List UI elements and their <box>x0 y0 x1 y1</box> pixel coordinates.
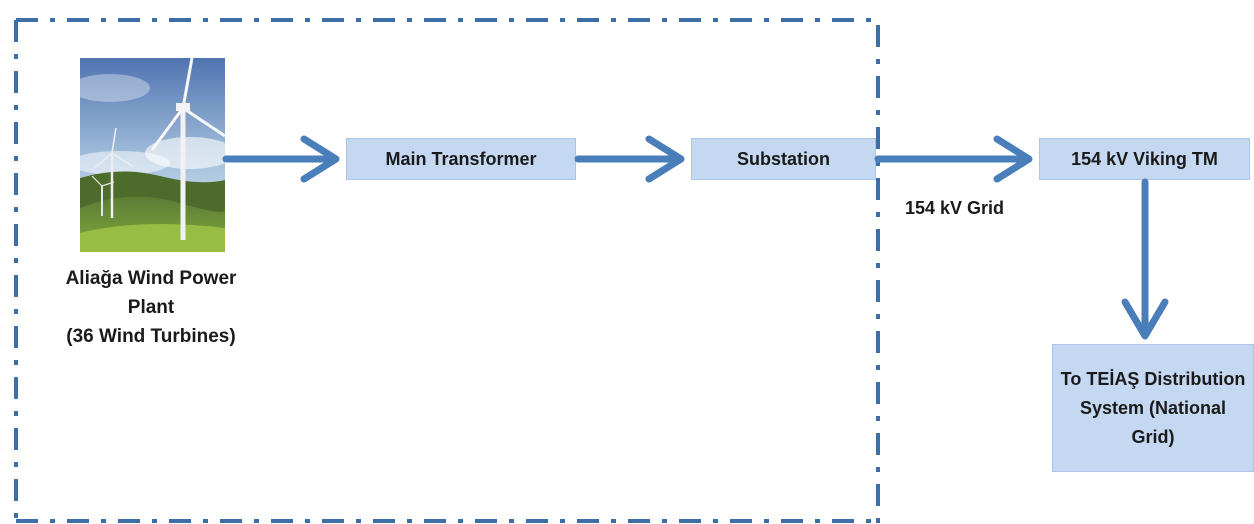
substation-box: Substation <box>691 138 876 180</box>
wind-turbine-photo <box>80 58 225 252</box>
teias-distribution-box: To TEİAŞ Distribution System (National G… <box>1052 344 1254 472</box>
arrowhead-viking-to-teias <box>1121 298 1169 340</box>
arrowhead-substation-to-viking <box>993 135 1033 183</box>
arrowhead-plant-to-transformer <box>300 135 340 183</box>
plant-name: Aliağa Wind Power Plant <box>65 268 237 318</box>
plant-label: Aliağa Wind Power Plant (36 Wind Turbine… <box>40 264 262 351</box>
arrowhead-transformer-to-substation <box>645 135 685 183</box>
grid-edge-label: 154 kV Grid <box>905 198 1005 218</box>
plant-detail: (36 Wind Turbines) <box>66 326 236 347</box>
viking-tm-box: 154 kV Viking TM <box>1039 138 1250 180</box>
main-transformer-box: Main Transformer <box>346 138 576 180</box>
